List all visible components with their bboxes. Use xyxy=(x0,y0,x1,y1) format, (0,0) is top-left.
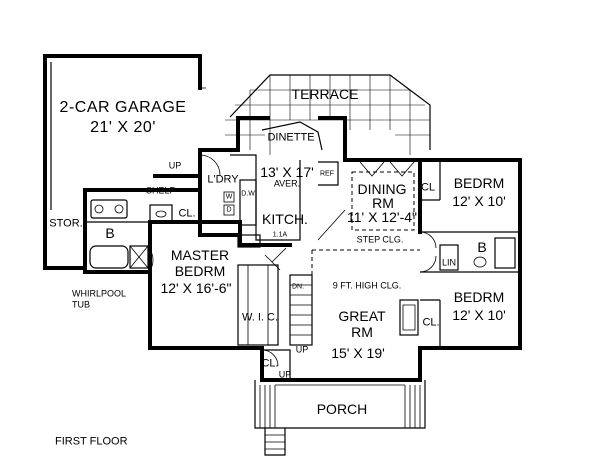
kitchen-note: AVER. xyxy=(273,178,301,189)
master-name-1: MASTER xyxy=(170,247,230,263)
stair xyxy=(289,249,420,346)
dishwasher-label: D.W xyxy=(241,190,255,198)
bath2-label: B xyxy=(477,239,487,255)
dining-name-1: DINING xyxy=(357,181,407,197)
garage-size: 21' X 20' xyxy=(90,119,156,136)
down-label: DN. xyxy=(291,283,305,291)
dryer-label: D xyxy=(226,206,232,214)
closet-bed2: CL. xyxy=(422,316,440,329)
porch-name: PORCH xyxy=(316,401,368,417)
porch xyxy=(254,380,426,456)
up-label-stair: UP xyxy=(295,344,309,355)
dining-name-2: RM xyxy=(372,195,394,211)
storage-label: STOR. xyxy=(49,217,83,230)
closet-master: CL. xyxy=(178,207,196,220)
ref-label: REF xyxy=(320,170,334,178)
wic-name: W. I. C. xyxy=(241,311,279,324)
great-room-walls xyxy=(260,299,422,382)
kitchen-walls xyxy=(198,116,347,248)
up-label-porch: UP xyxy=(278,369,292,380)
laundry-name: L'DRY xyxy=(207,173,239,186)
master-size: 12' X 16'-6" xyxy=(160,280,232,296)
master-walls xyxy=(148,220,292,350)
great-name-1: GREAT xyxy=(338,308,386,324)
kitchen-size: 13' X 17' xyxy=(260,164,314,180)
bath-block-walls xyxy=(83,188,202,274)
terrace xyxy=(225,74,431,155)
plan-title: FIRST FLOOR xyxy=(55,435,128,448)
whirlpool-label-2: TUB xyxy=(72,299,90,310)
linen-label: LIN xyxy=(441,257,457,268)
kitchen-name: KITCH. xyxy=(262,211,308,227)
dining-walls xyxy=(343,158,422,231)
master-name-2: BEDRM xyxy=(174,263,226,279)
whirlpool-label-1: WHIRLPOOL xyxy=(72,288,127,299)
washer-label: W xyxy=(225,193,233,201)
dinette-name: DINETTE xyxy=(267,131,315,144)
hall-note: 1.1A xyxy=(272,231,288,239)
bedroom1-size: 12' X 10' xyxy=(452,193,506,209)
garage-walls xyxy=(43,54,206,270)
dining-note: STEP CLG. xyxy=(356,234,404,245)
closet-great: CL. xyxy=(261,357,279,370)
door-swings xyxy=(149,154,437,367)
up-label-garage: UP xyxy=(168,160,182,171)
bedroom1-name: BEDRM xyxy=(453,175,505,191)
terrace-name: TERRACE xyxy=(291,86,359,102)
bedroom-walls xyxy=(418,158,522,350)
great-size: 15' X 19' xyxy=(331,345,385,361)
closet-bed1: CL xyxy=(420,181,436,194)
dining-size: 11' X 12'-4" xyxy=(347,209,417,225)
garage-name: 2-CAR GARAGE xyxy=(59,99,187,116)
great-note: 9 FT. HIGH CLG. xyxy=(332,280,402,291)
bath1-label: B xyxy=(105,225,115,241)
shelf-label: SHELF xyxy=(146,185,176,196)
bedroom2-size: 12' X 10' xyxy=(452,307,506,323)
great-name-2: RM xyxy=(351,324,373,340)
bedroom2-name: BEDRM xyxy=(453,289,505,305)
